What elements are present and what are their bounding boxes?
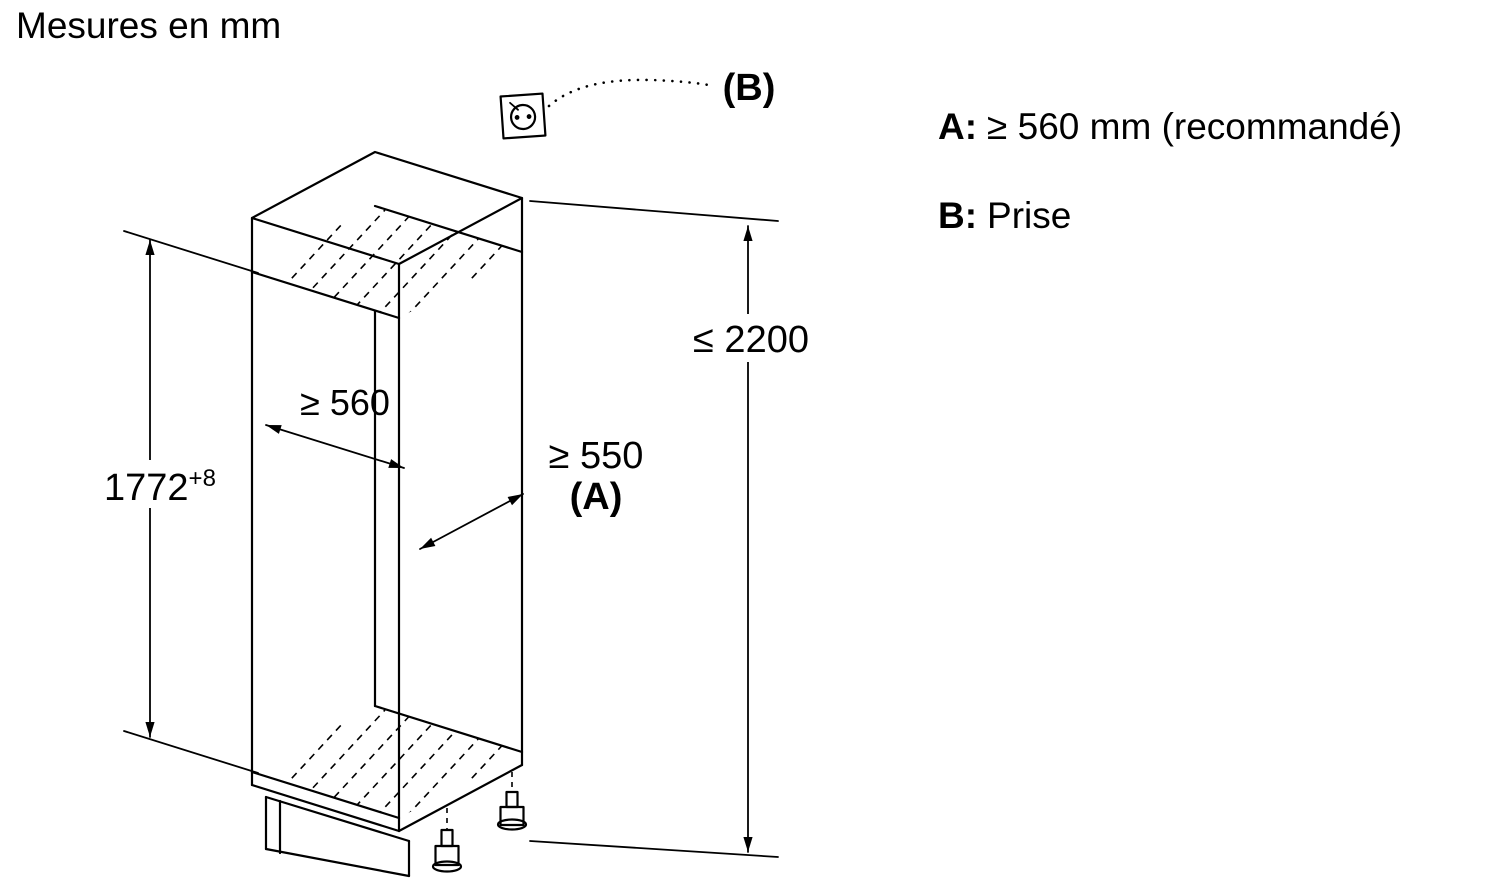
legend-item-b: B:Prise <box>938 195 1071 236</box>
cabinet-top-face <box>250 150 524 266</box>
niche-ceiling-front-edge <box>250 270 401 320</box>
label-niche-height: 1772+8 <box>104 465 216 509</box>
niche-height-tolerance: +8 <box>189 465 216 492</box>
niche-ceiling-back-edge <box>373 204 524 254</box>
label-niche-width: ≥ 560 <box>300 382 390 423</box>
legend-item-a: A:≥ 560 mm (recommandé) <box>938 106 1402 147</box>
power-socket-icon <box>499 92 547 140</box>
socket-leader-dotted-line <box>547 78 716 108</box>
label-niche-depth-ref: (A) <box>570 476 623 518</box>
label-socket-ref: (B) <box>723 67 776 109</box>
cabinet-bottom-right-edge <box>397 763 524 833</box>
max-height-label-background <box>690 314 812 362</box>
floor-hatch <box>252 709 522 818</box>
page-title: Mesures en mm <box>16 5 281 46</box>
niche-floor-front-edge <box>250 770 401 820</box>
niche-height-value: 1772 <box>104 467 189 509</box>
cabinet-drawing <box>250 150 528 878</box>
label-niche-depth: ≥ 550 <box>549 435 644 477</box>
legend-key-b: B: <box>938 195 977 236</box>
cabinet-bottom-front-edge <box>250 783 401 833</box>
adjustable-foot-front <box>431 808 463 873</box>
dim-depth <box>419 493 524 550</box>
adjustable-foot-rear <box>496 772 528 831</box>
dim-height-right <box>529 200 779 858</box>
label-max-height: ≤ 2200 <box>693 319 809 361</box>
legend-key-a: A: <box>938 106 977 147</box>
legend-value-b: Prise <box>987 195 1071 236</box>
legend-value-a: ≥ 560 mm (recommandé) <box>987 106 1402 147</box>
plinth <box>264 795 411 878</box>
dim-width <box>265 424 405 469</box>
niche-floor-back-edge <box>373 704 524 754</box>
height-label-background <box>98 460 230 508</box>
